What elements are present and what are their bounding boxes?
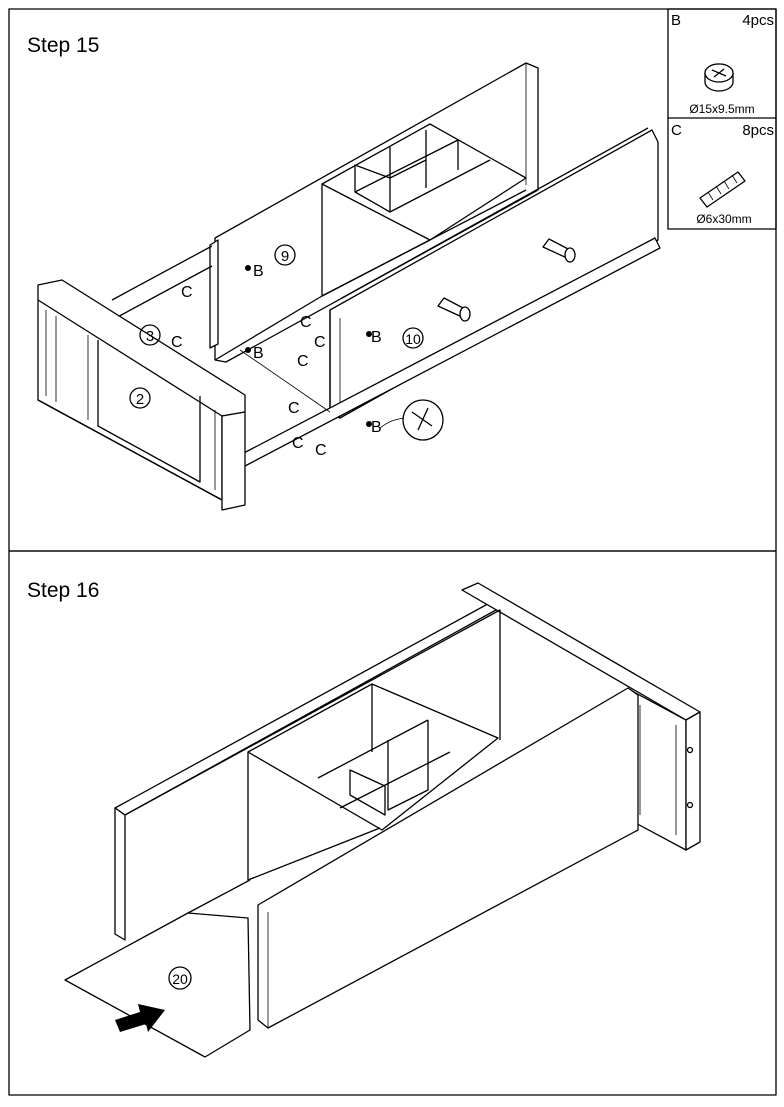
part-number-3: 3: [146, 328, 154, 345]
label-c: C: [292, 435, 304, 452]
cam-lock-icon: [704, 63, 734, 92]
cubby-divider: [349, 769, 386, 816]
label-b: B: [371, 329, 382, 346]
step-15-assembly-drawing: B B B B C C C C C C C C 9 10 2 3: [37, 62, 661, 511]
hardware-b-size: Ø15x9.5mm: [689, 102, 754, 116]
insert-arrow-icon: [115, 1004, 165, 1032]
left-end-panel: [114, 807, 126, 941]
label-b: B: [253, 345, 264, 362]
wooden-dowel-icon: [699, 171, 746, 208]
side-panel-9: [209, 239, 219, 349]
upper-shelf: [321, 123, 527, 241]
end-frame-2: [37, 279, 246, 511]
label-c: C: [171, 334, 183, 351]
label-c: C: [315, 442, 327, 459]
label-b: B: [253, 263, 264, 280]
label-c: C: [297, 353, 309, 370]
hardware-c-letter: C: [671, 122, 682, 139]
back-board-20: [64, 912, 251, 1058]
hardware-box: B 4pcs Ø15x9.5mm C 8pcs Ø6x30mm: [667, 8, 777, 230]
hardware-b-letter: B: [671, 12, 681, 29]
step-15-title: Step 15: [27, 34, 99, 57]
part-number-10: 10: [405, 331, 421, 347]
hardware-b-qty: 4pcs: [742, 12, 774, 29]
hardware-c-size: Ø6x30mm: [696, 212, 751, 226]
step-16-frame: [8, 550, 777, 1096]
label-c: C: [288, 400, 300, 417]
label-c: C: [181, 284, 193, 301]
part-number-2: 2: [136, 391, 144, 408]
hardware-c-qty: 8pcs: [742, 122, 774, 139]
step-16-title: Step 16: [27, 579, 99, 602]
label-c: C: [300, 314, 312, 331]
front-panel: [257, 687, 639, 1029]
label-c: C: [314, 334, 326, 351]
right-end-frame-top: [461, 582, 701, 721]
part-number-20: 20: [172, 971, 188, 987]
part-number-9: 9: [281, 248, 289, 265]
step-16-assembly-drawing: 20: [64, 582, 701, 1058]
label-b: B: [371, 419, 382, 436]
upper-shelf: [247, 683, 499, 831]
